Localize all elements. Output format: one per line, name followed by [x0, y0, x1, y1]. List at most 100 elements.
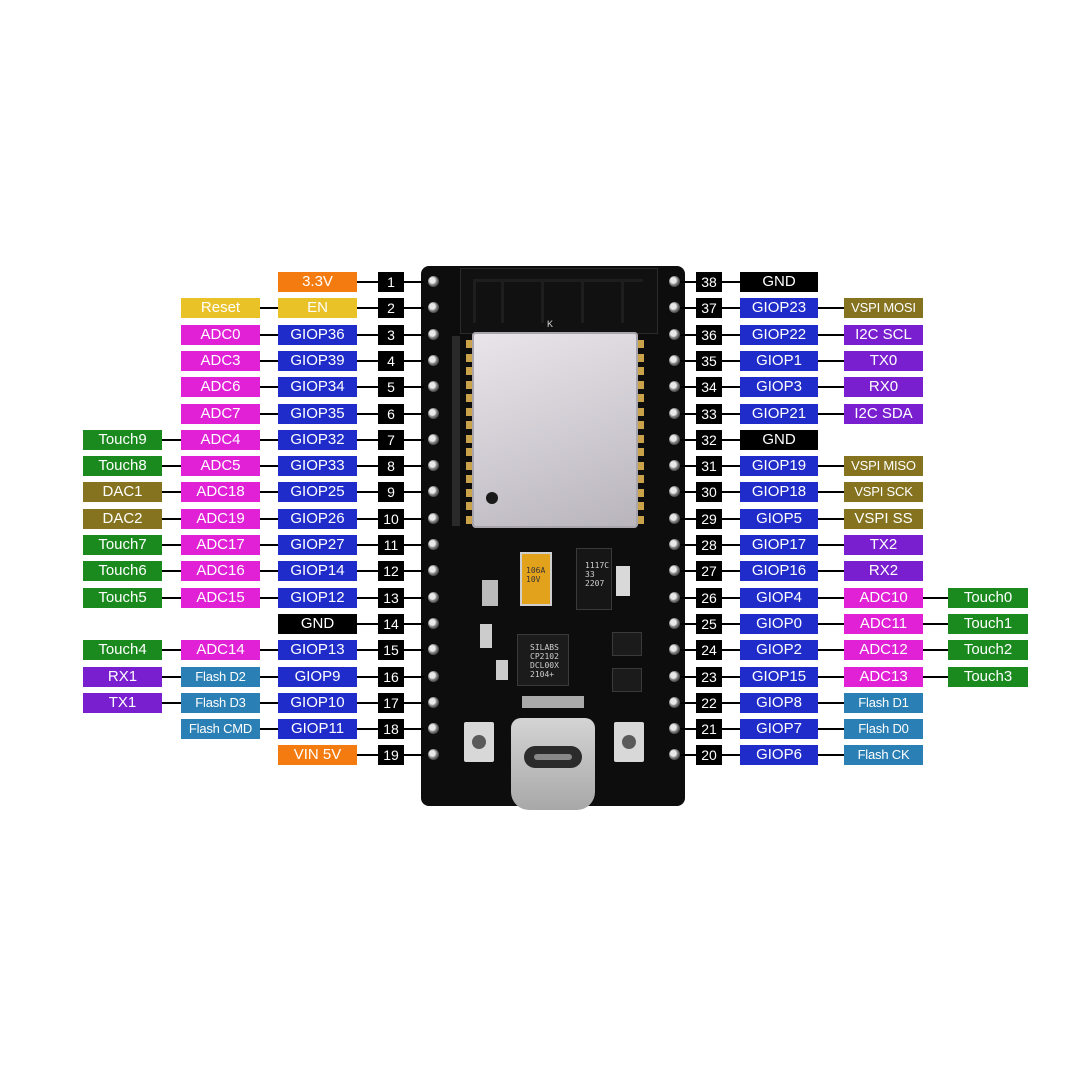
reset-button-cap[interactable] — [622, 735, 636, 749]
module-castellation — [466, 421, 472, 429]
pin-label-giop9: GIOP9 — [278, 667, 357, 687]
pin-label-adc19: ADC19 — [181, 509, 260, 529]
connector-line — [818, 649, 844, 651]
connector-line — [680, 413, 696, 415]
pin-label-adc13: ADC13 — [844, 667, 923, 687]
pin-label-giop6: GIOP6 — [740, 745, 818, 765]
pin-label-giop23: GIOP23 — [740, 298, 818, 318]
module-castellation — [466, 340, 472, 348]
pin-label-giop8: GIOP8 — [740, 693, 818, 713]
connector-line — [680, 465, 696, 467]
connector-line — [404, 518, 424, 520]
smd-component — [522, 696, 584, 708]
pin-label-gnd: GND — [740, 272, 818, 292]
pin-label-adc12: ADC12 — [844, 640, 923, 660]
connector-line — [722, 439, 740, 441]
pin-label-flash-d3: Flash D3 — [181, 693, 260, 713]
module-castellation — [466, 502, 472, 510]
header-pin-35 — [669, 355, 680, 366]
connector-line — [357, 491, 378, 493]
connector-line — [260, 518, 278, 520]
connector-line — [260, 465, 278, 467]
pin-number-38: 38 — [696, 272, 722, 292]
connector-line — [162, 676, 181, 678]
connector-line — [680, 676, 696, 678]
connector-line — [260, 702, 278, 704]
pin-label-giop13: GIOP13 — [278, 640, 357, 660]
header-pin-27 — [669, 565, 680, 576]
pin-label-gnd: GND — [278, 614, 357, 634]
connector-line — [818, 360, 844, 362]
pin-label-giop16: GIOP16 — [740, 561, 818, 581]
header-pin-7 — [428, 434, 439, 445]
connector-line — [818, 623, 844, 625]
pin-label-touch6: Touch6 — [83, 561, 162, 581]
connector-line — [162, 649, 181, 651]
connector-line — [680, 728, 696, 730]
pin-label-vspi-ss: VSPI SS — [844, 509, 923, 529]
connector-line — [260, 491, 278, 493]
pin-label-en: EN — [278, 298, 357, 318]
connector-line — [680, 491, 696, 493]
pin-label-giop12: GIOP12 — [278, 588, 357, 608]
pin-label-vspi-miso: VSPI MISO — [844, 456, 923, 476]
connector-line — [404, 413, 424, 415]
connector-line — [404, 649, 424, 651]
tantalum-capacitor: 106A 10V — [520, 552, 552, 606]
connector-line — [680, 360, 696, 362]
connector-line — [923, 623, 948, 625]
header-pin-33 — [669, 408, 680, 419]
pin-label-giop5: GIOP5 — [740, 509, 818, 529]
module-castellation — [466, 434, 472, 443]
connector-line — [404, 676, 424, 678]
pin-label-touch3: Touch3 — [948, 667, 1028, 687]
connector-line — [162, 439, 181, 441]
connector-line — [260, 597, 278, 599]
connector-line — [818, 544, 844, 546]
boot-button-cap[interactable] — [472, 735, 486, 749]
connector-line — [923, 676, 948, 678]
header-pin-31 — [669, 460, 680, 471]
pin-number-25: 25 — [696, 614, 722, 634]
pcb-antenna: K — [460, 268, 658, 334]
pin1-dot-icon — [486, 492, 498, 504]
connector-line — [162, 570, 181, 572]
pin-number-32: 32 — [696, 430, 722, 450]
pin-number-20: 20 — [696, 745, 722, 765]
module-shield-icon — [472, 332, 638, 528]
pin-label-adc6: ADC6 — [181, 377, 260, 397]
connector-line — [722, 570, 740, 572]
module-castellation — [466, 515, 472, 524]
module-mark: K — [547, 319, 554, 329]
pin-label-dac2: DAC2 — [83, 509, 162, 529]
header-pin-22 — [669, 697, 680, 708]
connector-line — [722, 307, 740, 309]
module-castellation — [466, 367, 472, 375]
connector-line — [680, 544, 696, 546]
connector-line — [680, 754, 696, 756]
connector-line — [404, 597, 424, 599]
module-castellation — [638, 461, 644, 470]
connector-line — [357, 386, 378, 388]
pin-number-19: 19 — [378, 745, 404, 765]
pin-label-flash-ck: Flash CK — [844, 745, 923, 765]
connector-line — [404, 439, 424, 441]
pin-label-giop11: GIOP11 — [278, 719, 357, 739]
connector-line — [404, 465, 424, 467]
pin-number-16: 16 — [378, 667, 404, 687]
pin-label-giop33: GIOP33 — [278, 456, 357, 476]
pin-number-35: 35 — [696, 351, 722, 371]
header-pin-13 — [428, 592, 439, 603]
pin-number-1: 1 — [378, 272, 404, 292]
connector-line — [357, 676, 378, 678]
pin-number-2: 2 — [378, 298, 404, 318]
pin-label-giop19: GIOP19 — [740, 456, 818, 476]
connector-line — [260, 728, 278, 730]
pin-number-14: 14 — [378, 614, 404, 634]
pin-label-touch7: Touch7 — [83, 535, 162, 555]
connector-line — [357, 307, 378, 309]
pin-label-i2c-sda: I2C SDA — [844, 404, 923, 424]
pin-number-37: 37 — [696, 298, 722, 318]
pin-label-rx1: RX1 — [83, 667, 162, 687]
module-castellation — [466, 475, 472, 483]
